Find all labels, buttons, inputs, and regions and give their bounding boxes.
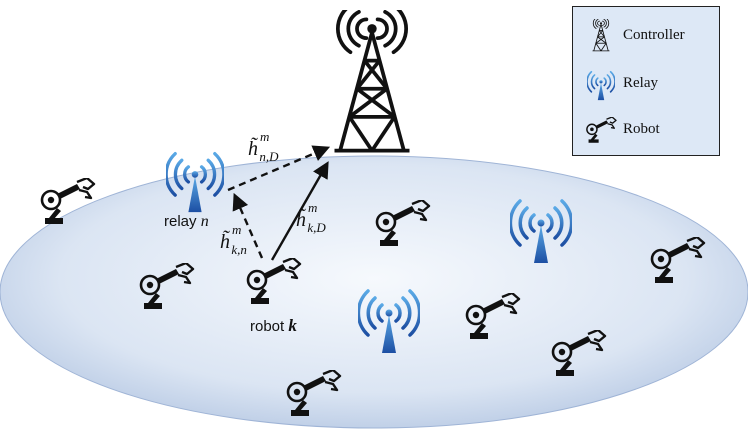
legend-item-controller: Controller [573,19,719,53]
legend-robot-label: Robot [623,121,660,137]
tower-icon [591,19,611,52]
legend-relay-label: Relay [623,75,658,91]
controller-tower-icon [332,10,412,153]
link-relay-to-controller [227,145,331,192]
relay-icon [587,70,615,101]
coverage-area [0,155,748,429]
relay-n-label: relay n [164,213,209,230]
legend-item-relay: Relay [573,67,719,101]
link-robot-to-controller [270,161,329,261]
robot-arm-icon [586,117,617,144]
robot-k-label: robot k [250,316,297,335]
legend: Controller Relay Robot [572,6,720,156]
legend-item-robot: Robot [573,113,719,147]
legend-controller-label: Controller [623,27,685,43]
